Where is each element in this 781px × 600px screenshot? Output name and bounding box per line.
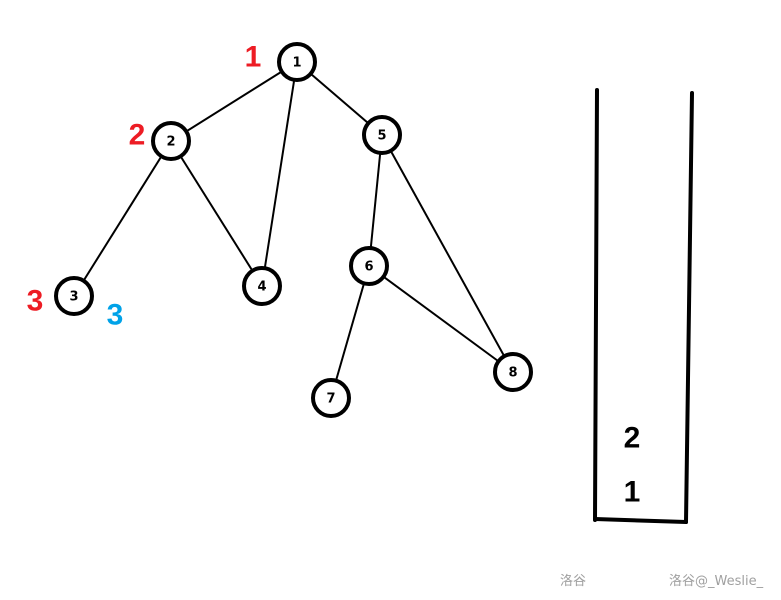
node-2 [151, 121, 191, 161]
node-6 [349, 246, 389, 286]
edge-1-2 [170, 61, 298, 142]
order-annotation: 1 [245, 41, 262, 74]
node-3 [54, 276, 94, 316]
edge-5-6 [368, 134, 383, 267]
node-8 [493, 352, 533, 392]
graph-edges [73, 61, 514, 399]
node-label: 2 [166, 135, 175, 150]
node-label: 3 [69, 290, 78, 305]
node-5 [362, 115, 402, 155]
order-annotation: 2 [129, 119, 146, 152]
node-label: 1 [292, 56, 301, 71]
edge-2-4 [170, 140, 263, 287]
node-7 [311, 378, 351, 418]
node-label: 5 [377, 129, 386, 144]
order-annotation: 3 [27, 285, 44, 318]
watermark-right: 洛谷@_Weslie_ [669, 574, 764, 589]
node-1 [277, 42, 317, 82]
node-label: 7 [326, 392, 335, 407]
stack-container: 2 1 [593, 88, 694, 524]
node-4 [242, 266, 282, 306]
visit-order-annotations: 1 2 3 3 [27, 41, 262, 332]
order-annotation: 3 [107, 299, 124, 332]
edge-5-8 [381, 134, 514, 373]
graph-nodes: 1 2 3 4 5 6 7 8 [54, 42, 533, 418]
stack-item: 2 [624, 422, 641, 455]
edge-1-4 [261, 61, 298, 287]
node-label: 6 [364, 260, 373, 275]
stack-item: 1 [624, 476, 641, 509]
edge-6-8 [368, 265, 514, 373]
node-label: 4 [257, 280, 266, 295]
edge-6-7 [330, 265, 370, 399]
stack-bottom [593, 517, 688, 524]
watermark-left: 洛谷 [560, 574, 587, 589]
node-label: 8 [508, 366, 517, 381]
stack-left-wall [593, 88, 599, 522]
stack-right-wall [684, 91, 694, 524]
edge-2-3 [73, 140, 172, 297]
